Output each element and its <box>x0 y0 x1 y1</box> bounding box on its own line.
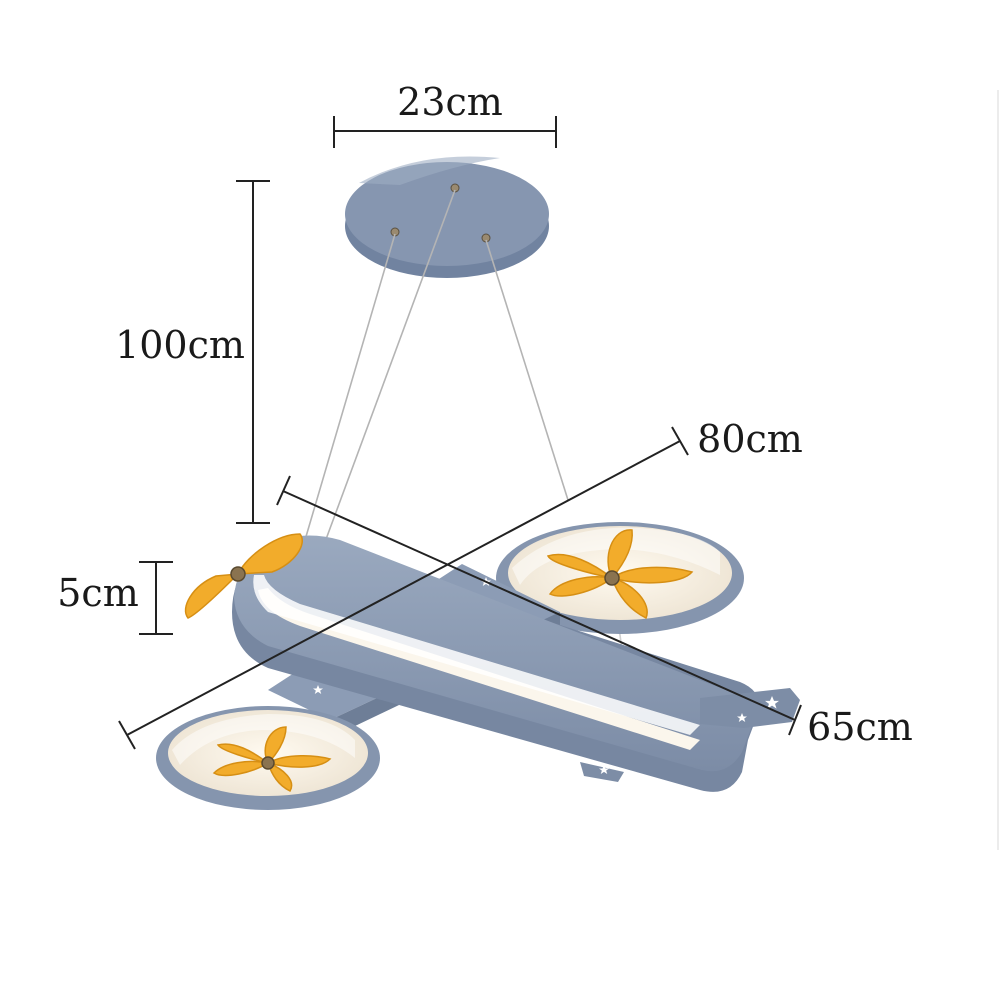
dimension-height: 100cm <box>115 180 270 524</box>
image-edge-line <box>997 90 999 850</box>
dimension-label-length: 65cm <box>807 705 913 749</box>
propeller-icon-right <box>546 529 694 620</box>
dimension-label-thickness: 5cm <box>57 571 139 615</box>
propeller-icon-left <box>212 726 332 792</box>
dimension-label-canopy: 23cm <box>397 80 503 124</box>
dimension-wingspan: 80cm <box>118 417 803 750</box>
dimension-label-height: 100cm <box>115 323 245 367</box>
dimension-thickness: 5cm <box>57 561 173 635</box>
dimension-label-wingspan: 80cm <box>697 417 803 461</box>
ceiling-canopy <box>345 156 549 278</box>
propeller-icon-nose <box>184 533 303 619</box>
dimension-canopy: 23cm <box>333 80 557 148</box>
dimension-length: 65cm <box>276 475 913 749</box>
